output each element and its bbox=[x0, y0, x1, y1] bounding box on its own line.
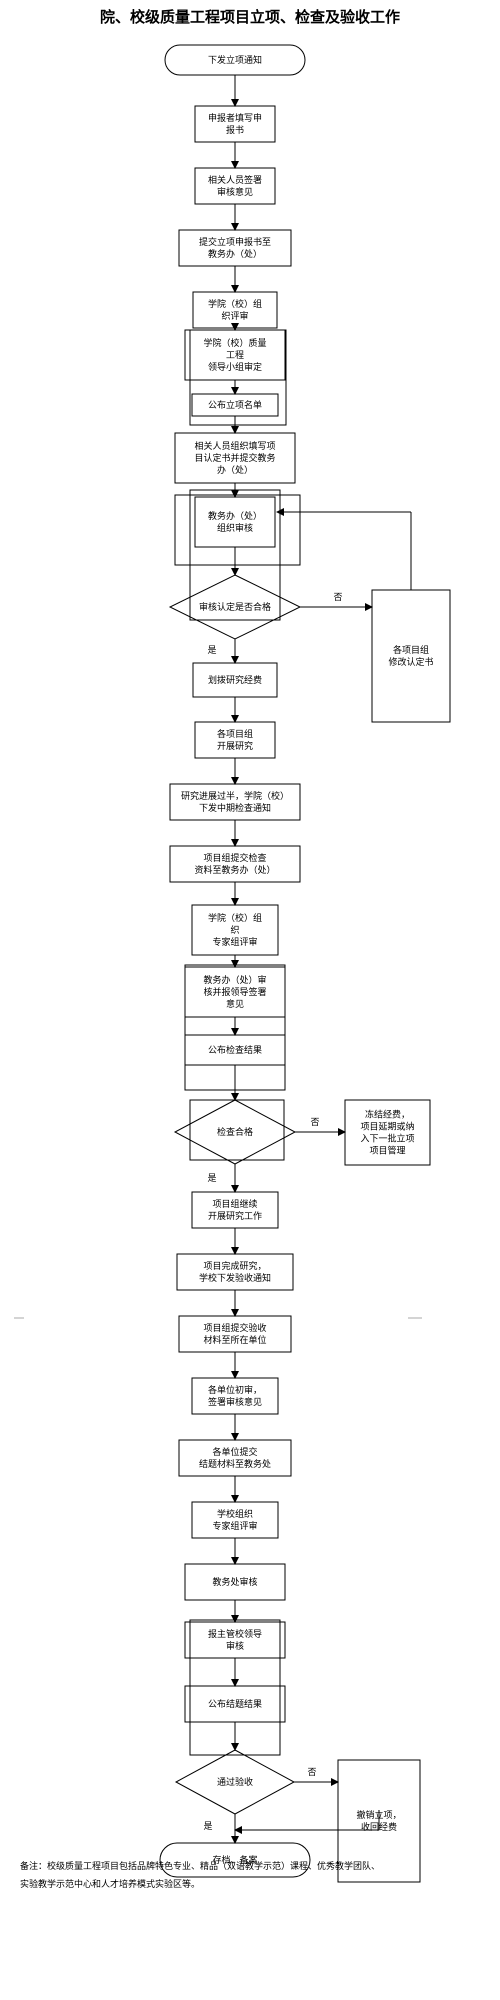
node-allocate-label: 划拨研究经费 bbox=[208, 674, 262, 686]
decision-cond1-label: 审核认定是否合格 bbox=[199, 601, 271, 613]
node-school_expert bbox=[191, 1501, 279, 1539]
node-submit_check-label: 项目组提交检查资料至教务办（处） bbox=[194, 852, 275, 876]
node-publish_result-label: 公布结题结果 bbox=[208, 1698, 262, 1710]
node-publish_check-label: 公布检查结果 bbox=[208, 1044, 262, 1056]
cond1-no-label: 否 bbox=[333, 592, 342, 603]
group-frame-4 bbox=[184, 964, 286, 1091]
node-org_task_book-label: 相关人员组织填写项目认定书并提交教务办（处） bbox=[194, 440, 275, 476]
node-leader_review-label: 学院（校）质量工程领导小组审定 bbox=[203, 337, 266, 373]
node-office_audit-label: 教务处审核 bbox=[212, 1576, 257, 1588]
node-submit_accept-label: 项目组提交验收材料至所在单位 bbox=[203, 1322, 266, 1346]
node-revise-label: 各项目组修改认定书 bbox=[388, 644, 433, 668]
node-related_review bbox=[194, 167, 276, 205]
node-finish_notice bbox=[176, 1253, 294, 1291]
node-revise bbox=[371, 589, 451, 723]
node-office_review-label: 教务办（处）组织审核 bbox=[208, 510, 262, 534]
node-midterm_notice bbox=[169, 783, 301, 821]
node-research bbox=[194, 721, 276, 759]
group-frame-5 bbox=[189, 1099, 285, 1161]
terminal-start-label: 下发立项通知 bbox=[208, 54, 262, 66]
node-unit_review-label: 各单位初审，签署审核意见 bbox=[208, 1384, 262, 1408]
node-college_review bbox=[192, 291, 278, 329]
node-submit_accept bbox=[178, 1315, 292, 1353]
node-midterm_notice-label: 研究进展过半，学院（校）下发中期检查通知 bbox=[181, 790, 289, 814]
node-school_expert-label: 学校组织专家组评审 bbox=[212, 1508, 257, 1532]
node-apply_write bbox=[194, 105, 276, 143]
node-expert_review-label: 学院（校）组织专家组评审 bbox=[208, 912, 262, 948]
group-frame-3 bbox=[189, 489, 281, 621]
node-continue bbox=[191, 1191, 279, 1229]
cond3-yes-label: 是 bbox=[203, 1821, 212, 1832]
node-revoke bbox=[337, 1759, 421, 1883]
node-publish_list-label: 公布立项名单 bbox=[208, 399, 262, 411]
page-title: 院、校级质量工程项目立项、检查及验收工作 bbox=[99, 8, 400, 26]
node-report_leader bbox=[184, 1621, 286, 1659]
node-finish_notice-label: 项目完成研究，学校下发验收通知 bbox=[199, 1260, 271, 1284]
group-frame-1 bbox=[189, 329, 287, 426]
node-college_review-label: 学院（校）组织评审 bbox=[208, 298, 262, 322]
cond3-no-label: 否 bbox=[307, 1767, 316, 1778]
node-continue-label: 项目组继续开展研究工作 bbox=[208, 1198, 262, 1222]
node-sign_report-label: 教务办（处）审核并报领导签署意见 bbox=[203, 974, 266, 1010]
footnote-line-2: 实验教学示范中心和人才培养模式实验区等。 bbox=[20, 1880, 201, 1890]
decision-cond2-label: 检查合格 bbox=[217, 1126, 253, 1138]
decision-cond3-label: 通过验收 bbox=[217, 1776, 253, 1788]
node-unit_submit-label: 各单位提交结题材料至教务处 bbox=[199, 1446, 271, 1470]
terminal-end-label: 存档、备案 bbox=[212, 1854, 257, 1866]
footnote: 备注：校级质量工程项目包括品牌特色专业、精品（双语教学示范）课程、优秀教学团队、… bbox=[20, 1858, 460, 1894]
node-submit_to_office-label: 提交立项申报书至教务办（处） bbox=[199, 236, 271, 260]
node-research-label: 各项目组开展研究 bbox=[217, 728, 253, 752]
node-submit_to_office bbox=[178, 229, 292, 267]
footnote-line-1: 备注：校级质量工程项目包括品牌特色专业、精品（双语教学示范）课程、优秀教学团队、 bbox=[20, 1862, 381, 1872]
terminal-end bbox=[159, 1842, 311, 1878]
cond2-no-label: 否 bbox=[310, 1117, 319, 1128]
node-apply_write-label: 申报者填写申报书 bbox=[208, 112, 262, 136]
cond2-yes-label: 是 bbox=[207, 1173, 216, 1184]
node-unit_submit bbox=[178, 1439, 292, 1477]
node-revoke-label: 撤销立项，收回经费 bbox=[356, 1809, 401, 1833]
group-frame-2 bbox=[174, 494, 301, 566]
node-report_leader-label: 报主管校领导审核 bbox=[208, 1628, 262, 1652]
node-related_review-label: 相关人员签署审核意见 bbox=[208, 174, 262, 198]
node-unit_review bbox=[191, 1377, 279, 1415]
cond1-yes-label: 是 bbox=[207, 645, 216, 656]
node-office_review bbox=[194, 496, 276, 548]
node-submit_check bbox=[169, 845, 301, 883]
group-frame-6 bbox=[189, 1619, 281, 1756]
node-freeze-label: 冻结经费，项目延期或纳入下一批立项项目管理 bbox=[360, 1109, 414, 1157]
